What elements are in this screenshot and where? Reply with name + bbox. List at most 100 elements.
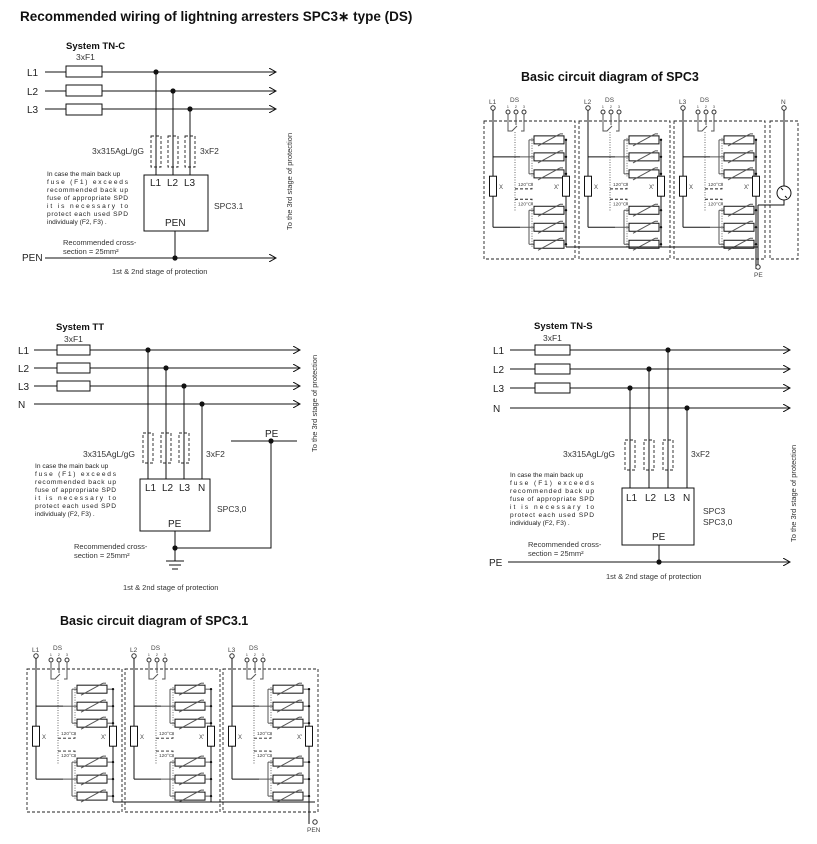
tn-s-stage-label: 1st & 2nd stage of protection	[606, 572, 701, 581]
tn-c-fuse-label: 3xF1	[76, 52, 95, 62]
ds-pin-label: 1	[50, 652, 53, 657]
ds-terminal	[260, 657, 266, 663]
tn-s-fuse-f1-l1	[534, 344, 571, 356]
terminal-label: L2	[645, 493, 657, 504]
ds-pin-label: 2	[610, 104, 613, 109]
tn-c-cross-section: Recommended cross-	[63, 238, 137, 247]
tt-cross-section: Recommended cross-	[74, 542, 148, 551]
line-label: L1	[489, 99, 497, 106]
tt-fuse-f2	[142, 432, 154, 464]
tn-c-fuse-f2	[167, 135, 179, 168]
tn-c-fuse-aux-left: 3x315AgL/gG	[92, 146, 144, 156]
resistor-x-prime	[305, 725, 313, 747]
junction-dot	[145, 347, 151, 353]
varistor-group-bottom: 120°C	[518, 201, 568, 251]
module-housing	[222, 668, 319, 813]
tt-fuse-f2	[160, 432, 172, 464]
terminal-pen	[312, 819, 318, 825]
ds-pin-label: 2	[156, 652, 159, 657]
tn-c-line-l1-label: L1	[27, 68, 39, 79]
ds-pin-label: 2	[705, 104, 708, 109]
tn-s-pe-label: PE	[489, 558, 503, 569]
resistor-x-prime-label: X'	[101, 735, 106, 741]
system-tn-c: System TN-C 3xF1 L1 L2 L3 3x315AgL/gG 3x…	[22, 41, 294, 276]
tn-c-third-stage: To the 3rd stage of protection	[285, 133, 294, 230]
system-tt: System TT 3xF1 L1 L2 L3 N 3x315AgL/gG 3x…	[18, 322, 319, 592]
ds-pin-label: 2	[515, 104, 518, 109]
system-tn-s: System TN-S 3xF1 L1 L2 L3 N 3x315AgL/gG …	[489, 321, 798, 581]
tn-c-fuse-f2	[184, 135, 196, 168]
tt-third-stage: To the 3rd stage of protection	[310, 355, 319, 452]
svg-text:section = 25mm²: section = 25mm²	[74, 551, 130, 560]
terminal-line	[131, 653, 137, 659]
module-housing	[26, 668, 123, 813]
svg-text:fuse of appropriate SPD: fuse of appropriate SPD	[47, 195, 128, 202]
line-label: L2	[130, 647, 138, 654]
tt-fuse-f1-l3	[56, 380, 91, 392]
tn-s-fuse-f2	[624, 439, 636, 471]
tn-s-line-n-label: N	[493, 404, 500, 415]
tt-title: System TT	[56, 322, 104, 333]
tt-line-l1-label: L1	[18, 346, 30, 357]
ds-terminal	[56, 657, 62, 663]
terminal-label: L1	[145, 483, 157, 494]
ds-label: DS	[151, 645, 161, 652]
svg-text:fuse (F1) exceeds: fuse (F1) exceeds	[510, 480, 595, 487]
tn-c-fuse-f1-l3	[65, 103, 103, 116]
thermal-disconnect-label: 120°C	[518, 201, 532, 207]
thermal-disconnect-label: 120°C	[61, 753, 75, 759]
resistor-x-label: X	[594, 185, 598, 191]
resistor-x	[32, 725, 40, 747]
tt-fuse-label: 3xF1	[64, 334, 83, 344]
tt-note: In case the main back up fuse (F1) excee…	[35, 463, 117, 518]
tn-s-fuse-label: 3xF1	[543, 333, 562, 343]
ds-terminal	[608, 109, 614, 115]
resistor-x	[489, 175, 497, 197]
spc31-ground: PEN	[307, 819, 321, 834]
terminal-line	[585, 105, 591, 111]
resistor-x-prime	[752, 175, 760, 197]
ground-icon	[166, 560, 184, 570]
svg-text:recommended back up: recommended back up	[510, 488, 594, 495]
resistor-x-prime-label: X'	[649, 185, 654, 191]
varistor-group-bottom: 120°C	[257, 753, 311, 803]
ds-pin-label: 2	[58, 652, 61, 657]
module-housing	[673, 120, 766, 260]
resistor-x-prime	[109, 725, 117, 747]
ds-terminal	[244, 657, 250, 663]
terminal-label: N	[683, 493, 690, 504]
junction-dot	[646, 366, 652, 372]
svg-text:fuse (F1) exceeds: fuse (F1) exceeds	[47, 179, 129, 186]
tn-s-device-box	[621, 487, 695, 546]
tn-c-device-bottom: PEN	[165, 218, 186, 229]
resistor-x-prime-label: X'	[199, 735, 204, 741]
svg-text:it is necessary to: it is necessary to	[47, 203, 128, 210]
ds-label: DS	[510, 97, 520, 104]
ds-pin-label: 3	[618, 104, 621, 109]
thermal-disconnect-label: 120°C	[257, 731, 271, 737]
varistor-group-bottom: 120°C	[61, 753, 115, 803]
resistor-x-prime-label: X'	[744, 185, 749, 191]
terminal-label: L1	[626, 493, 638, 504]
spc3-diagram-title: Basic circuit diagram of SPC3	[521, 70, 699, 84]
thermal-disconnect-label: 120°C	[257, 753, 271, 759]
tn-s-fuse-f2	[662, 439, 674, 471]
ds-pin-label: 3	[523, 104, 526, 109]
neutral-label: N	[781, 99, 786, 106]
tn-s-note: In case the main back up fuse (F1) excee…	[510, 472, 595, 527]
svg-text:fuse (F1) exceeds: fuse (F1) exceeds	[35, 471, 117, 478]
module-housing	[578, 120, 671, 260]
tn-c-fuse-f1-l1	[65, 65, 103, 78]
svg-text:it is necessary to: it is necessary to	[35, 495, 116, 502]
neutral-module-box	[769, 120, 799, 260]
ds-terminal	[154, 657, 160, 663]
terminal-label: L1	[150, 178, 162, 189]
tt-device-name: SPC3,0	[217, 504, 247, 514]
tn-s-device-name: SPC3	[703, 506, 725, 516]
svg-text:protect each used SPD: protect each used SPD	[47, 211, 128, 218]
ds-terminal	[48, 657, 54, 663]
